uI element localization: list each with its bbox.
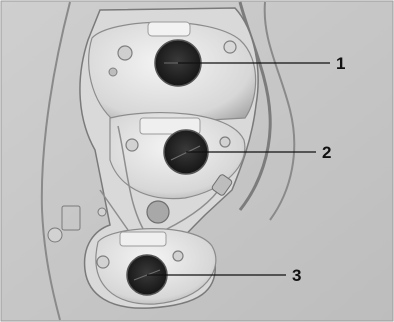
callout-number-1: 1: [336, 54, 345, 73]
bulb-holder-1: [89, 22, 256, 125]
grommet: [147, 201, 169, 223]
callout-number-3: 3: [292, 266, 301, 285]
callout-number-2: 2: [322, 143, 331, 162]
